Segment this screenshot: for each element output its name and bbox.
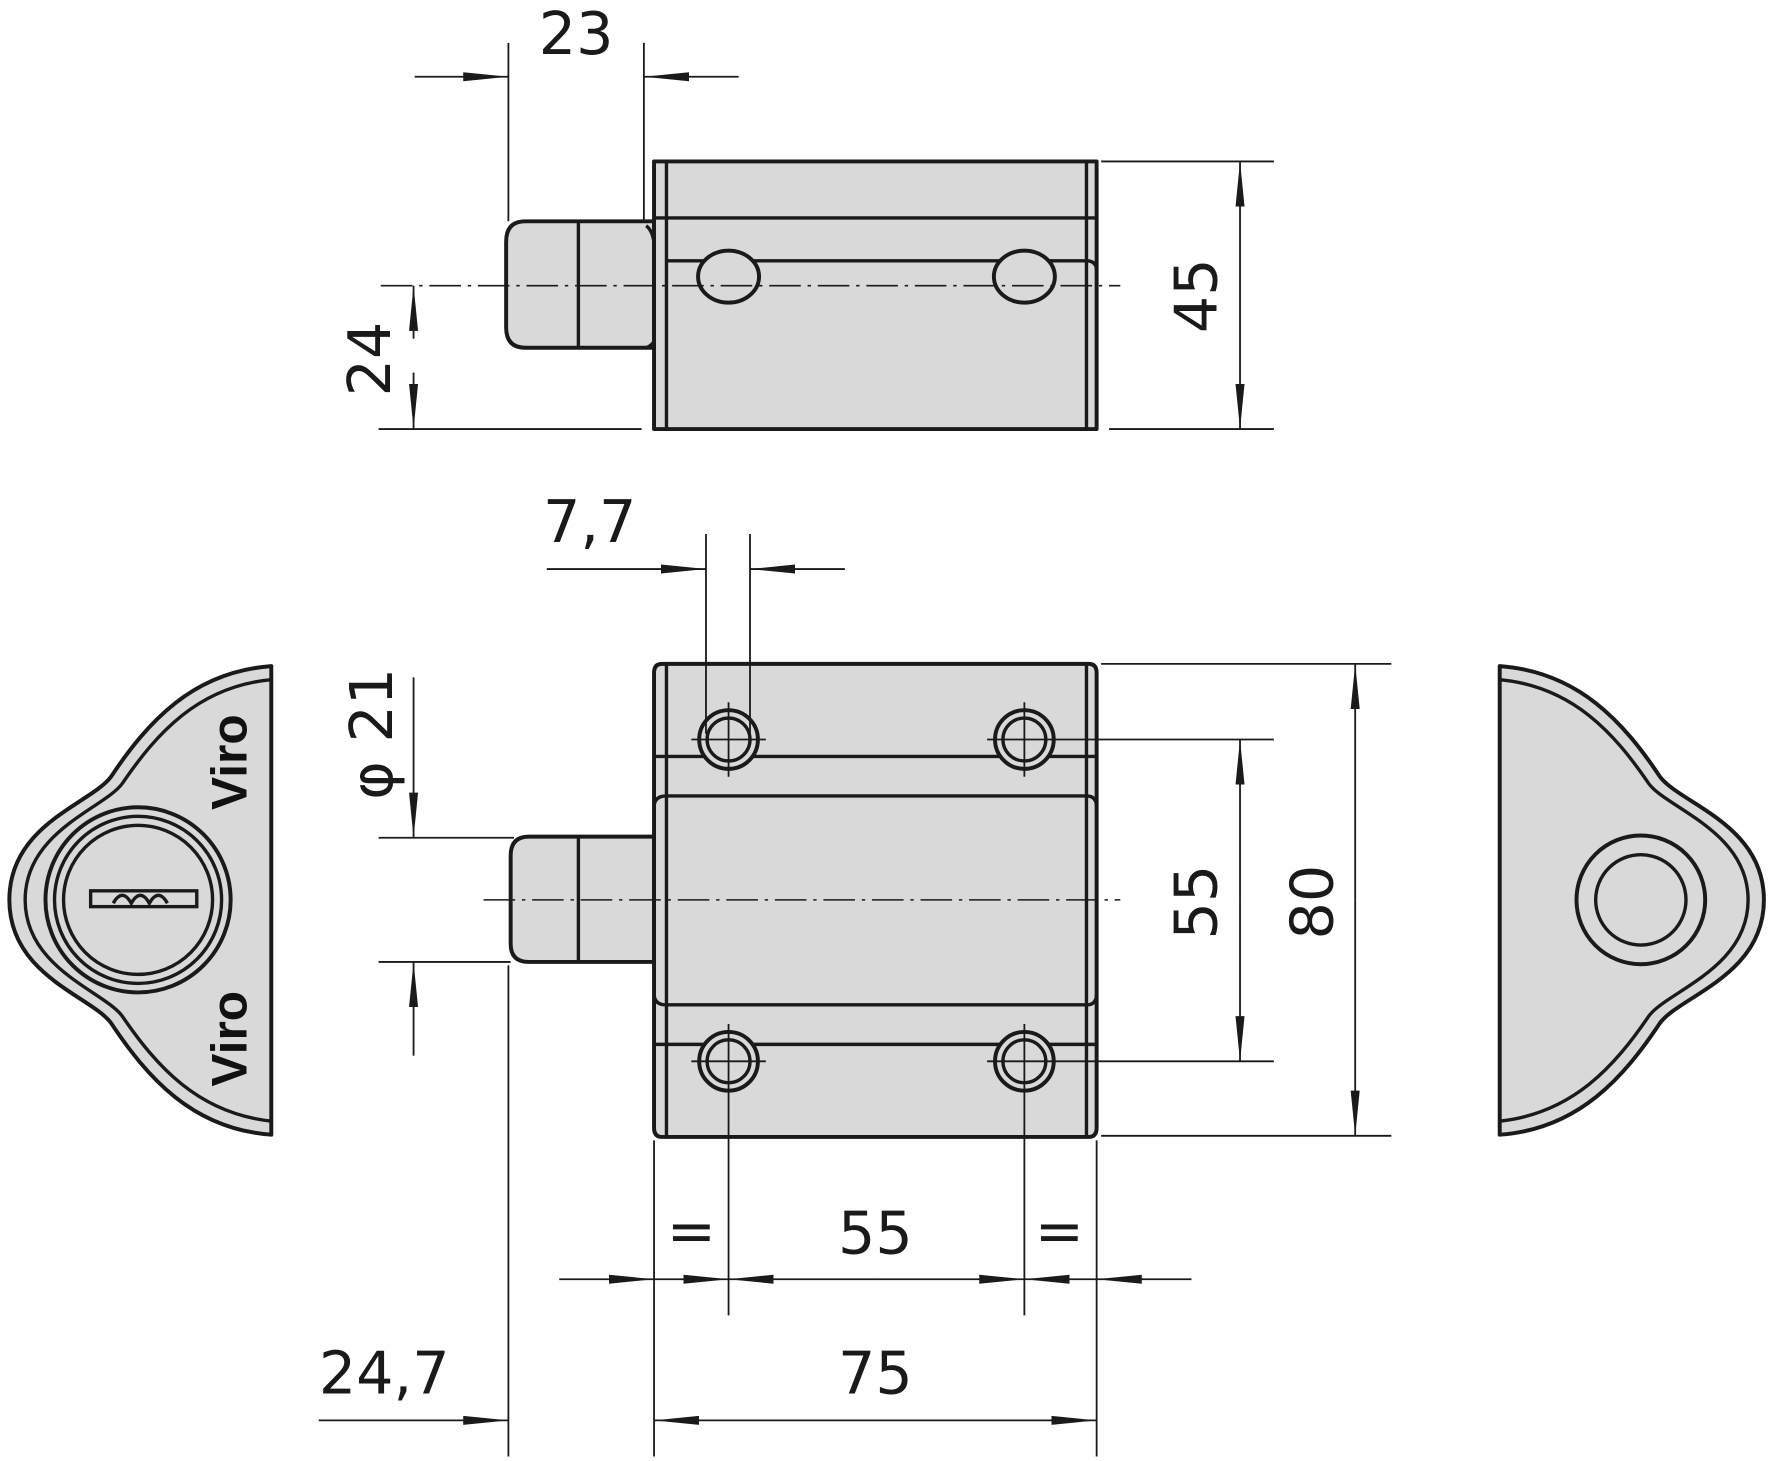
dim-80: 80 (1279, 865, 1347, 940)
dim-75: 75 (838, 1339, 913, 1407)
dim-equal-right: = (1035, 1197, 1084, 1265)
front-view: 7,7 φ 21 55 80 = 55 = 24,7 75 (318, 488, 1392, 1457)
dim-equal-left: = (667, 1197, 716, 1265)
brand-logo-top: Viro (201, 714, 257, 810)
dim-55-horizontal: 55 (838, 1199, 913, 1267)
cylinder-side-view: Viro Viro (7, 664, 274, 1137)
dim-7-7: 7,7 (543, 488, 636, 556)
top-body (652, 159, 1099, 432)
keeper-side-view (1497, 664, 1766, 1137)
top-view: 23 24 45 (336, 0, 1274, 432)
dim-24-7: 24,7 (319, 1339, 450, 1407)
keyhole (88, 889, 199, 909)
slot (991, 248, 1057, 305)
slot (696, 248, 762, 305)
dim-phi-21: φ 21 (338, 668, 406, 800)
brand-logo-bottom: Viro (201, 991, 257, 1087)
dim-23: 23 (539, 0, 614, 68)
dim-24: 24 (336, 322, 404, 397)
dim-55-vertical: 55 (1162, 865, 1230, 940)
dim-45: 45 (1162, 258, 1230, 333)
